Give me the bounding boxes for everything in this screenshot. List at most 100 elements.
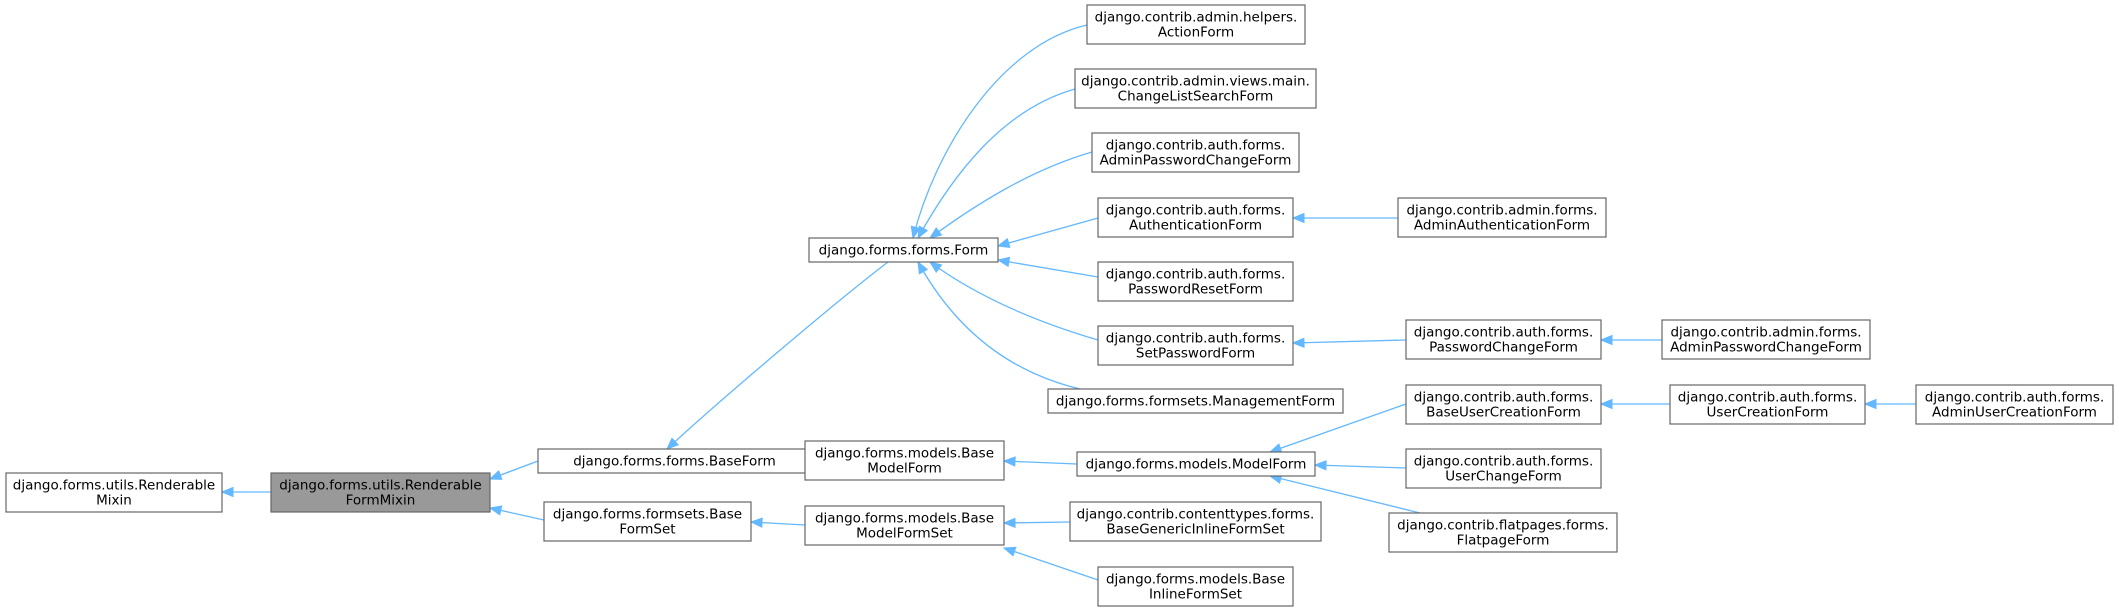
inheritance-edge [996, 217, 1099, 248]
node-box [1405, 384, 1602, 425]
node-label-line: django.contrib.auth.forms. [1106, 138, 1286, 154]
node-box [1097, 325, 1294, 366]
edge-line [1269, 403, 1407, 453]
arrowhead-icon [1291, 212, 1305, 224]
node-label-line: UserCreationForm [1707, 405, 1829, 421]
arrowhead-icon [1002, 517, 1016, 529]
node-label-line: django.forms.models.Base [815, 511, 994, 527]
node-box [1405, 448, 1602, 489]
inheritance-edge [928, 261, 1099, 341]
node-label-line: AuthenticationForm [1129, 218, 1262, 234]
arrowhead-icon [1313, 460, 1327, 471]
edge-line [912, 24, 1088, 239]
node-label-line: PasswordChangeForm [1429, 340, 1578, 356]
node-box [1388, 512, 1618, 553]
node-label-line: django.contrib.auth.forms. [1106, 203, 1286, 219]
node-label-line: FlatpageForm [1457, 533, 1550, 549]
edges-layer [220, 24, 1916, 581]
node-label-line: InlineFormSet [1149, 587, 1242, 603]
class-node[interactable]: django.contrib.admin.forms.AdminPassword… [1661, 319, 1871, 360]
node-label-line: django.forms.formsets.Base [553, 507, 742, 523]
class-node[interactable]: django.forms.formsets.ManagementForm [1047, 388, 1344, 414]
node-box [1097, 261, 1294, 302]
inheritance-edge [1002, 456, 1078, 467]
class-node[interactable]: django.contrib.auth.forms.AdminPasswordC… [1091, 132, 1300, 173]
edge-line [1003, 460, 1078, 465]
node-box [1915, 384, 2114, 425]
class-node[interactable]: django.contrib.auth.forms.SetPasswordFor… [1097, 325, 1294, 366]
class-node[interactable]: django.forms.forms.BaseForm [537, 448, 812, 474]
edge-line [1003, 547, 1099, 581]
node-label-line: AdminAuthenticationForm [1414, 218, 1590, 234]
inheritance-edge [488, 505, 545, 521]
arrowhead-icon [928, 261, 943, 274]
edge-line [929, 151, 1093, 239]
arrowhead-icon [666, 437, 680, 450]
node-label-line: django.contrib.auth.forms. [1106, 267, 1286, 283]
node-label-line: ModelForm [867, 461, 942, 477]
arrowhead-icon [220, 486, 234, 498]
node-box [804, 440, 1005, 481]
node-box [808, 237, 999, 263]
arrowhead-icon [1599, 334, 1613, 346]
class-node[interactable]: django.contrib.auth.forms.AdminUserCreat… [1915, 384, 2114, 425]
edge-line [929, 261, 1099, 341]
node-box [1405, 319, 1602, 360]
node-label-line: django.forms.formsets.ManagementForm [1056, 394, 1335, 410]
class-node[interactable]: django.contrib.auth.forms.PasswordResetF… [1097, 261, 1294, 302]
class-node[interactable]: django.contrib.auth.forms.UserCreationFo… [1669, 384, 1866, 425]
class-node[interactable]: django.contrib.auth.forms.Authentication… [1097, 197, 1294, 238]
class-node[interactable]: django.forms.forms.Form [808, 237, 999, 263]
arrowhead-icon [996, 237, 1011, 248]
class-node[interactable]: django.contrib.auth.forms.PasswordChange… [1405, 319, 1602, 360]
inheritance-edge [1002, 517, 1071, 529]
node-box [537, 448, 812, 474]
node-label-line: django.contrib.auth.forms. [1106, 331, 1286, 347]
class-node[interactable]: django.contrib.admin.helpers.ActionForm [1086, 4, 1306, 45]
node-label-line: BaseGenericInlineFormSet [1106, 522, 1284, 538]
node-label-line: SetPasswordForm [1136, 346, 1255, 362]
inheritance-edge [1599, 398, 1670, 410]
node-box [543, 501, 752, 542]
class-node[interactable]: django.contrib.contenttypes.forms.BaseGe… [1069, 501, 1322, 542]
node-label-line: PasswordResetForm [1128, 282, 1263, 298]
node-box [1397, 197, 1607, 238]
arrowhead-icon [910, 225, 921, 240]
edge-line [917, 88, 1076, 239]
node-box [1097, 197, 1294, 238]
node-box [1091, 132, 1300, 173]
inheritance-edge [220, 486, 271, 498]
node-label-line: django.forms.models.ModelForm [1086, 457, 1307, 473]
class-node[interactable]: django.contrib.admin.views.main.ChangeLi… [1074, 68, 1317, 109]
edge-line [666, 261, 889, 450]
arrowhead-icon [1863, 398, 1877, 410]
node-label-line: AdminUserCreationForm [1932, 405, 2097, 421]
node-label-line: Mixin [96, 493, 132, 509]
class-node[interactable]: django.forms.models.ModelForm [1076, 451, 1316, 477]
arrowhead-icon [488, 470, 503, 480]
node-box [804, 505, 1005, 546]
node-label-line: django.contrib.contenttypes.forms. [1077, 507, 1315, 523]
class-node[interactable]: django.contrib.flatpages.forms.FlatpageF… [1388, 512, 1618, 553]
inheritance-edge [917, 88, 1076, 240]
node-box [1661, 319, 1871, 360]
node-label-line: django.forms.models.Base [1106, 572, 1285, 588]
node-box [1669, 384, 1866, 425]
edge-line [997, 259, 1099, 278]
arrowhead-icon [917, 225, 929, 240]
arrowhead-icon [996, 256, 1011, 268]
node-label-line: AdminPasswordChangeForm [1670, 340, 1862, 356]
class-node[interactable]: django.contrib.auth.forms.BaseUserCreati… [1405, 384, 1602, 425]
node-box [270, 472, 491, 513]
class-node[interactable]: django.contrib.auth.forms.UserChangeForm [1405, 448, 1602, 489]
inheritance-edge [1002, 546, 1099, 581]
arrowhead-icon [488, 505, 503, 516]
class-node[interactable]: django.contrib.admin.forms.AdminAuthenti… [1397, 197, 1607, 238]
